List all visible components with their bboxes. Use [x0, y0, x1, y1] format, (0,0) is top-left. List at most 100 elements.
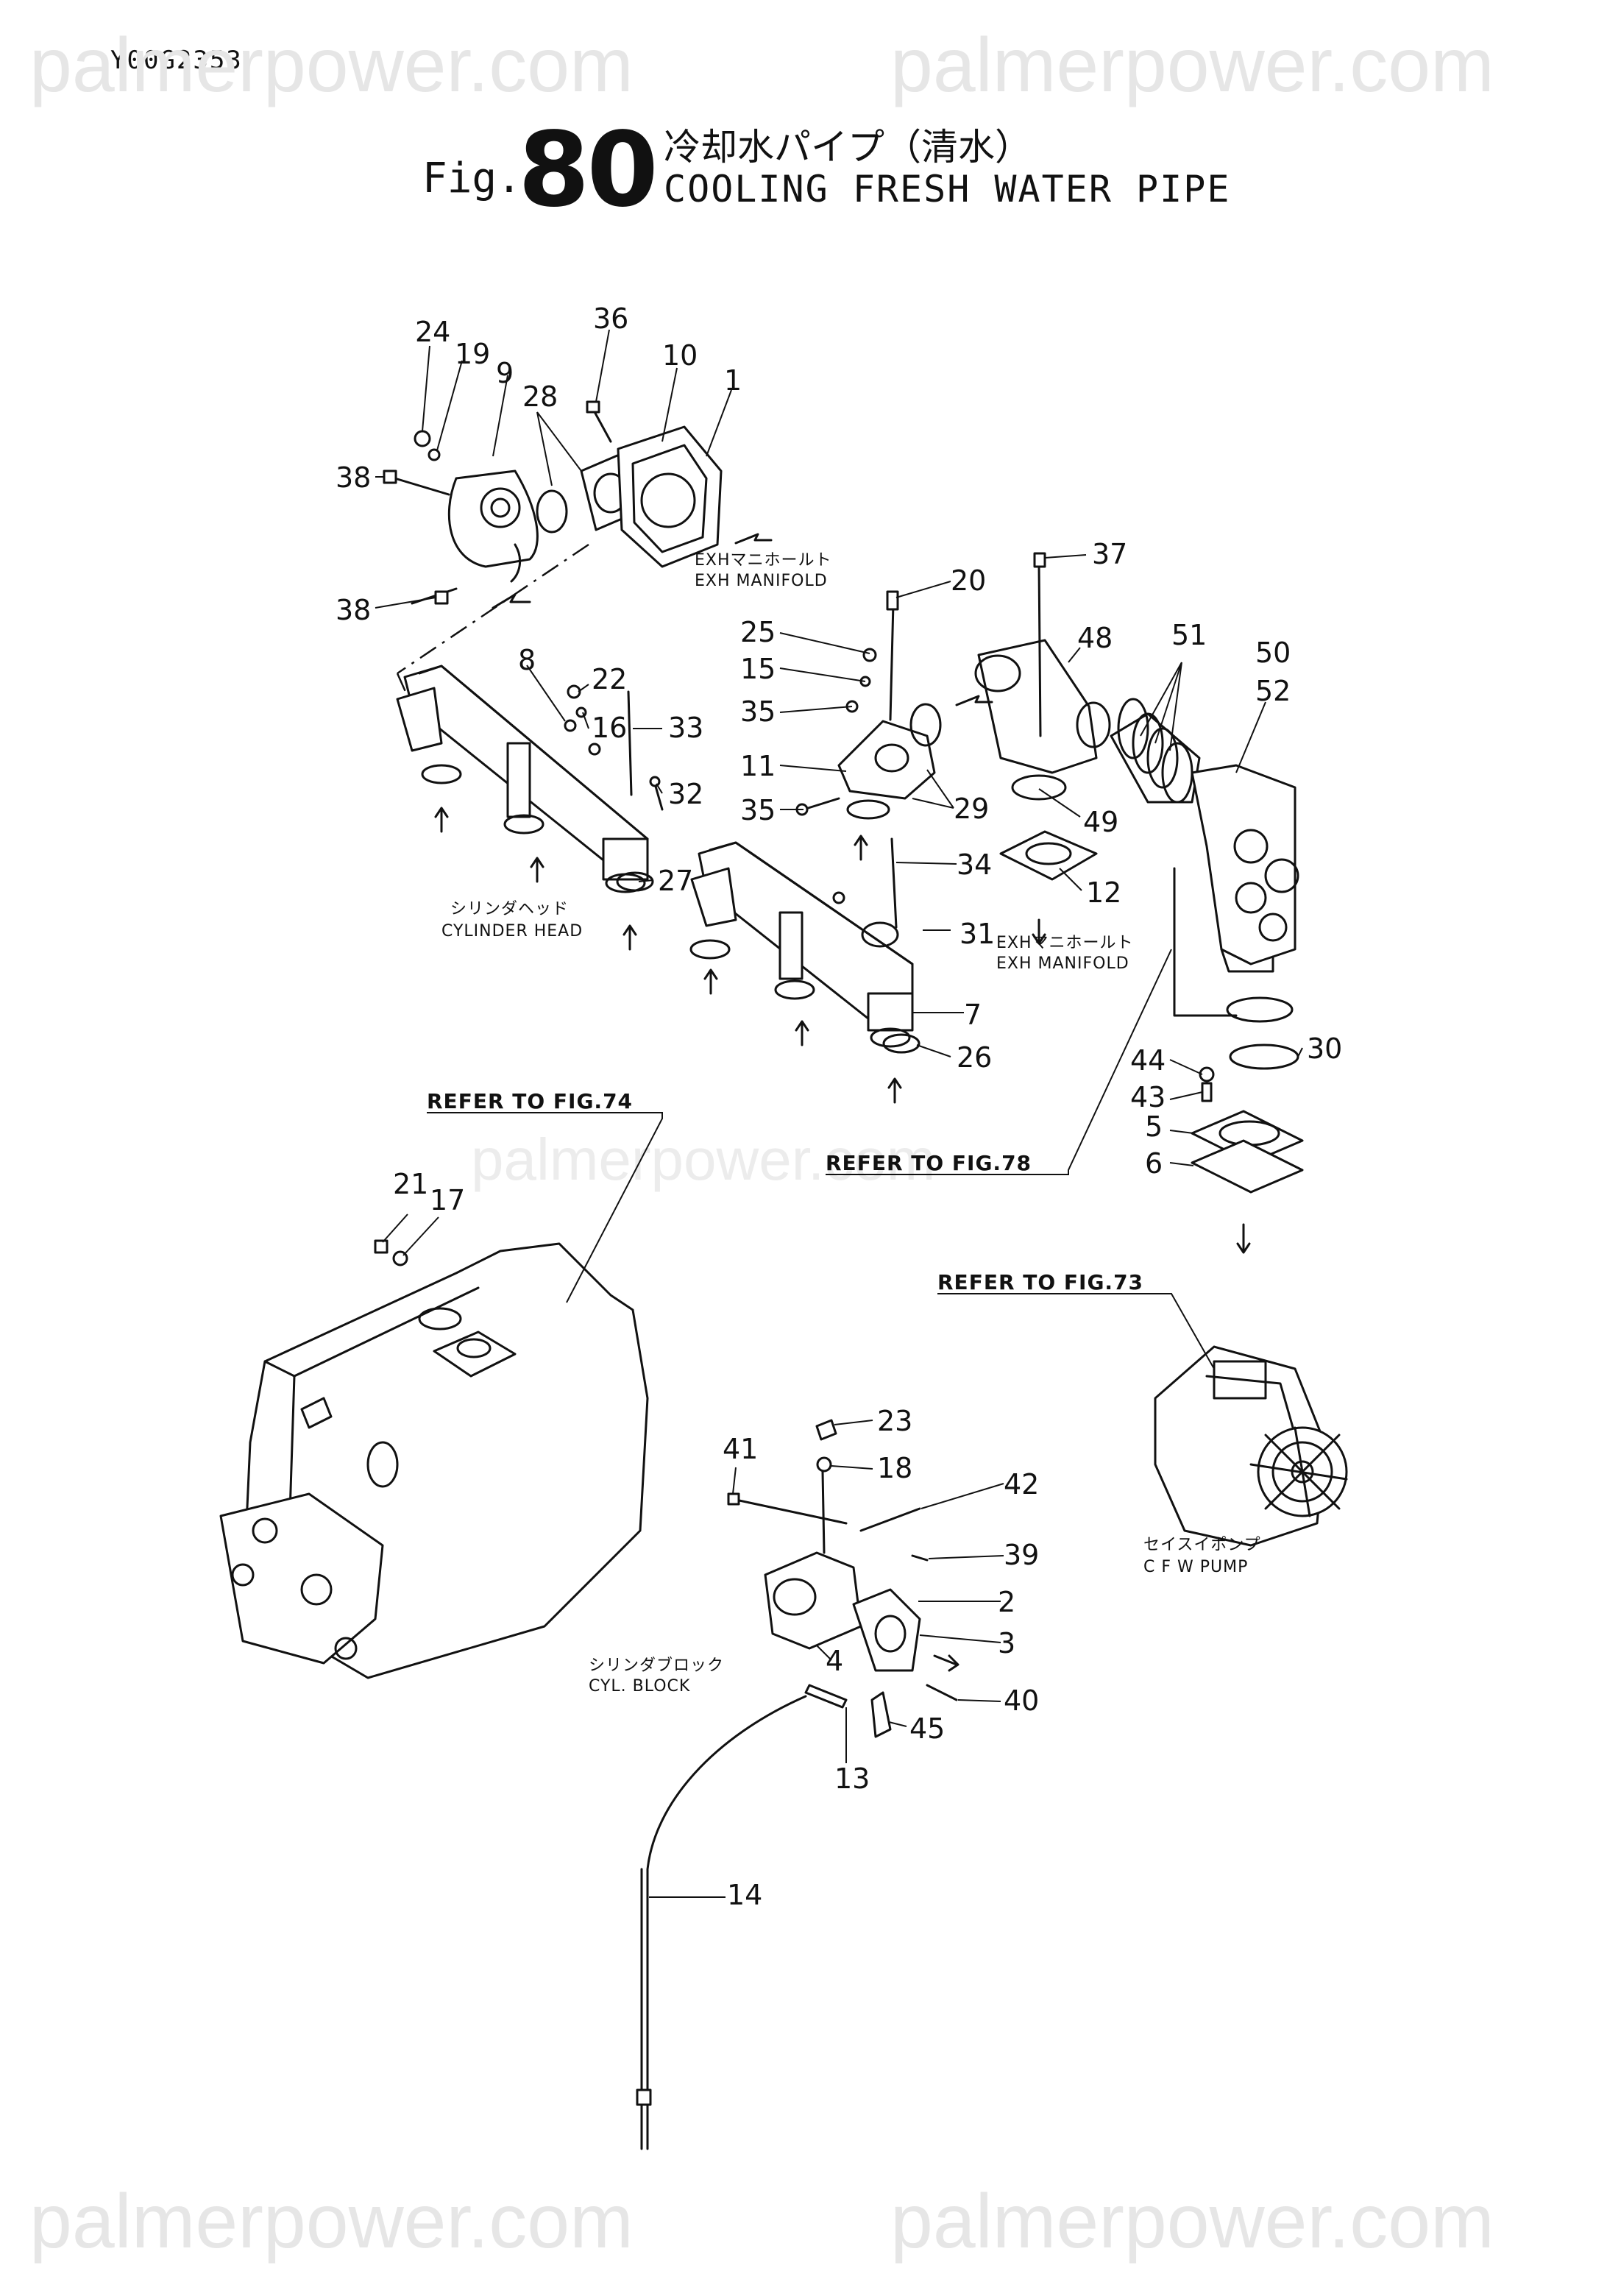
callout-7: 7 — [964, 999, 982, 1031]
callout-40: 40 — [1004, 1684, 1039, 1717]
callout-11: 11 — [740, 750, 776, 782]
exh-manifold-en: EXH MANIFOLD — [996, 954, 1129, 973]
figure-number: 80 — [518, 110, 659, 230]
callout-18: 18 — [877, 1452, 912, 1484]
exh-manifold-jp: EXHマニホールト — [996, 934, 1134, 952]
callout-16: 16 — [592, 712, 627, 744]
figure-title-jp: 冷却水パイプ（清水） — [664, 126, 1032, 169]
callout-20: 20 — [951, 564, 986, 597]
callout-35: 35 — [740, 695, 776, 728]
plug-21-17 — [374, 1239, 408, 1266]
callout-43: 43 — [1130, 1081, 1166, 1113]
callout-13: 13 — [834, 1762, 870, 1795]
cylinder-head-en: CYLINDER HEAD — [441, 922, 583, 940]
callout-4: 4 — [826, 1645, 843, 1677]
callout-32: 32 — [668, 778, 703, 810]
callout-numbers: 1 2 3 4 5 6 7 8 9 10 11 12 13 14 15 16 1… — [336, 302, 1342, 1911]
callout-48: 48 — [1077, 622, 1113, 654]
bolt-32 — [649, 776, 664, 811]
plug-24 — [414, 430, 441, 461]
callout-9: 9 — [496, 357, 514, 389]
callout-52: 52 — [1255, 675, 1291, 707]
o-ring-upper — [1226, 996, 1294, 1023]
cyl-block-jp: シリンダブロック — [589, 1657, 724, 1675]
callout-34: 34 — [957, 848, 992, 881]
callout-22: 22 — [592, 663, 627, 695]
callout-21: 21 — [393, 1168, 428, 1200]
callout-1: 1 — [724, 364, 742, 397]
water-pump-inlet-50 — [1191, 764, 1299, 973]
callout-35b: 35 — [740, 794, 776, 826]
callout-3: 3 — [998, 1627, 1015, 1659]
o-ring-30 — [1229, 1044, 1299, 1070]
cooling-pipe-8 — [396, 665, 649, 893]
cooling-pipe-7 — [689, 841, 914, 1048]
watermark: palmerpower.com — [29, 23, 634, 108]
refer-fig78: REFER TO FIG.78 — [826, 1151, 1032, 1175]
callout-27: 27 — [658, 865, 693, 897]
watermark: palmerpower.com — [29, 2179, 634, 2264]
callout-26: 26 — [957, 1041, 992, 1074]
bolt-38-lower — [411, 587, 458, 605]
callout-2: 2 — [998, 1586, 1015, 1618]
callout-23: 23 — [877, 1405, 912, 1437]
flange-12 — [999, 830, 1098, 881]
callout-44: 44 — [1130, 1044, 1166, 1077]
callout-36: 36 — [593, 302, 628, 335]
callout-14: 14 — [727, 1879, 762, 1911]
callout-51: 51 — [1171, 619, 1207, 651]
figure-prefix: Fig. — [422, 155, 522, 202]
bolt-38-upper — [383, 470, 450, 496]
bellows-51 — [1110, 698, 1201, 804]
callout-30: 30 — [1307, 1032, 1342, 1065]
callout-42: 42 — [1004, 1468, 1039, 1500]
callout-24: 24 — [415, 316, 450, 348]
bracket-30 — [1173, 867, 1238, 1017]
flow-arrow — [434, 533, 1251, 1672]
gasket-26 — [882, 1033, 920, 1054]
callout-37: 37 — [1092, 538, 1127, 570]
callout-49: 49 — [1083, 806, 1118, 838]
bolt-33 — [627, 690, 633, 796]
refer-fig73: REFER TO FIG.73 — [937, 1270, 1143, 1294]
callout-17: 17 — [430, 1184, 465, 1216]
inlet-fitting-2-3-4 — [727, 1419, 958, 1701]
callout-33: 33 — [668, 712, 703, 744]
callout-8: 8 — [518, 644, 536, 676]
bolt-34 — [890, 837, 898, 929]
figure-title-en: COOLING FRESH WATER PIPE — [664, 168, 1231, 210]
callout-19: 19 — [455, 338, 490, 370]
exh-manifold-jp: EXHマニホールト — [695, 551, 832, 570]
callout-12: 12 — [1086, 876, 1121, 909]
bolt-22 — [567, 684, 587, 718]
callout-41: 41 — [723, 1433, 758, 1465]
heat-exchanger-tank — [219, 1242, 649, 1679]
callout-38: 38 — [336, 461, 371, 494]
bolt-36 — [586, 400, 612, 443]
callout-45: 45 — [909, 1712, 945, 1745]
callout-50: 50 — [1255, 637, 1291, 669]
refer-fig74: REFER TO FIG.74 — [427, 1089, 633, 1113]
callout-39: 39 — [1004, 1539, 1039, 1571]
cfw-pump-jp: セイスイポンプ — [1143, 1536, 1261, 1554]
callout-6: 6 — [1145, 1147, 1163, 1180]
drain-hose-14 — [636, 1695, 807, 2150]
watermark: palmerpower.com — [471, 1127, 936, 1192]
callout-29: 29 — [954, 793, 989, 825]
callout-10: 10 — [662, 339, 698, 372]
callout-15: 15 — [740, 653, 776, 685]
elbow-11 — [795, 590, 942, 820]
flange-5-6 — [1191, 1066, 1304, 1194]
gasket-27 — [616, 871, 654, 892]
exh-manifold-en: EXH MANIFOLD — [695, 572, 828, 590]
callout-31: 31 — [959, 918, 995, 950]
cylinder-head-jp: シリンダヘッド — [450, 900, 569, 918]
callout-38b: 38 — [336, 594, 371, 626]
callout-25: 25 — [740, 616, 776, 648]
cfw-pump-en: C F W PUMP — [1143, 1558, 1248, 1576]
thermostat-housing — [447, 425, 723, 583]
document-code: Y00G2353 — [110, 46, 243, 75]
watermark: palmerpower.com — [890, 2179, 1494, 2264]
callout-28: 28 — [522, 380, 558, 413]
